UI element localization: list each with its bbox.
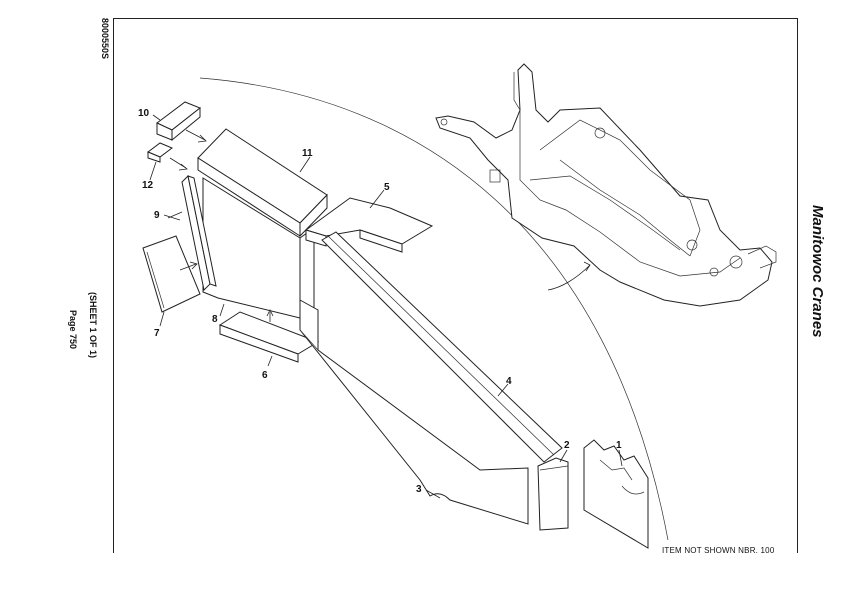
callout-10: 10 <box>138 108 150 119</box>
callout-2: 2 <box>564 440 570 451</box>
callout-5: 5 <box>384 182 390 193</box>
part-7 <box>142 235 201 313</box>
item-not-shown-note: ITEM NOT SHOWN NBR. 100 <box>662 546 775 555</box>
part-10 <box>156 101 201 142</box>
explode-arrow-7 <box>179 263 197 271</box>
part-9 <box>181 174 217 292</box>
explode-arrow-10 <box>185 129 206 141</box>
frame-left-border <box>113 18 114 553</box>
callout-6: 6 <box>262 370 268 381</box>
callout-4: 4 <box>506 376 512 387</box>
callout-7: 7 <box>154 328 160 339</box>
frame-right-border <box>797 18 798 553</box>
part-3 <box>299 299 529 525</box>
callout-8: 8 <box>212 314 218 325</box>
part-2 <box>537 457 569 531</box>
sweep-arc <box>199 77 669 541</box>
callout-12: 12 <box>142 180 154 191</box>
part-1 <box>583 439 649 549</box>
part-11 <box>197 128 328 238</box>
callout-9: 9 <box>154 210 160 221</box>
part-12 <box>147 142 173 163</box>
callout-3: 3 <box>416 484 422 495</box>
callout-11: 11 <box>302 148 313 159</box>
frame-top-border <box>113 18 798 19</box>
crane-frame-assembly <box>435 63 777 307</box>
part-4 <box>321 231 563 463</box>
assembly-pointer-arrow <box>547 264 591 291</box>
callout-1: 1 <box>616 440 622 451</box>
part-5 <box>304 197 434 253</box>
